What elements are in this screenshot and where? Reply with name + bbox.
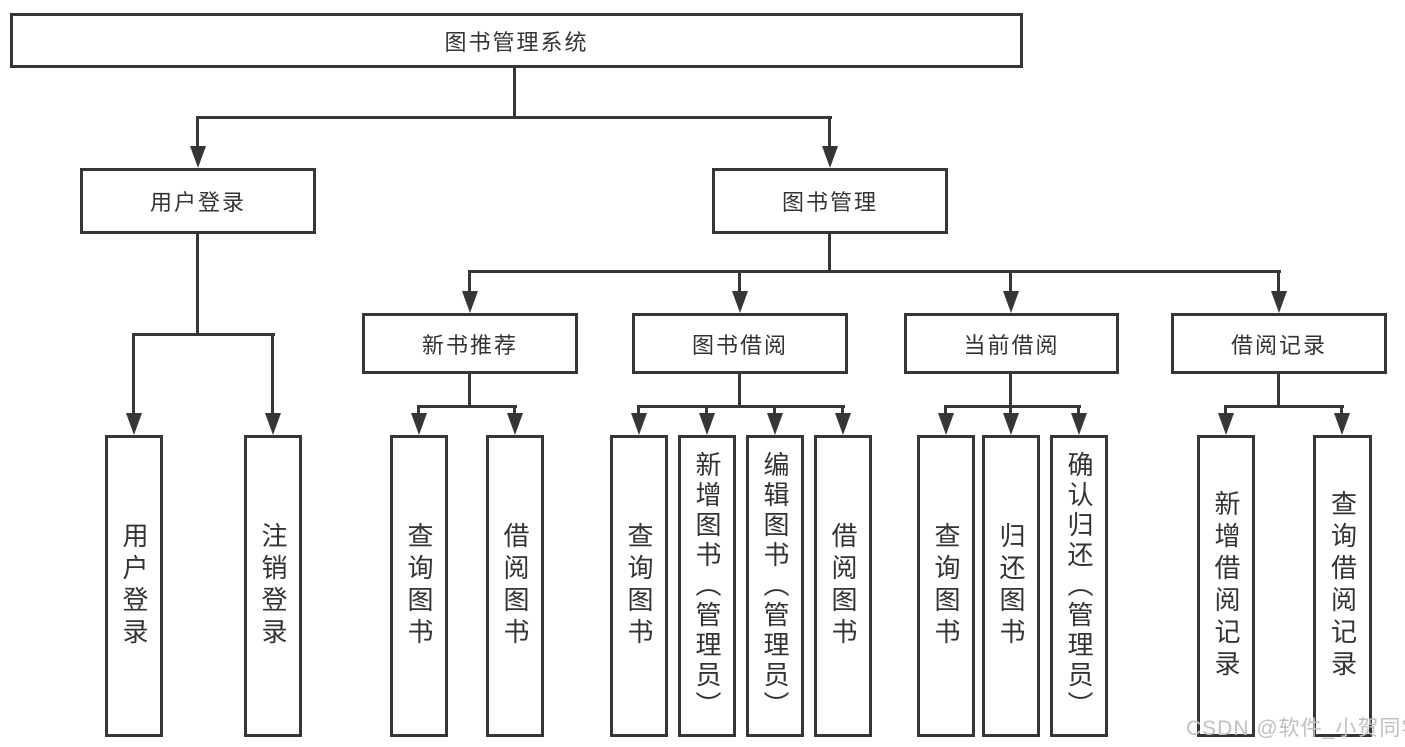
leaf-cb-query: 查询图书 [917,435,975,737]
leaf-nb-borrow: 借阅图书 [486,435,544,737]
connector-userlogin-hline [132,333,275,336]
connector-to-br-add [1224,405,1227,415]
leaf-br-add-label: 新增借阅记录 [1211,490,1241,682]
connector-currentborrow-stub [1009,374,1012,407]
connector-to-cb-return [1009,405,1012,415]
connector-to-currentborrow [1009,270,1012,293]
arrowhead-icon [835,413,851,435]
leaf-bb-add: 新增图书（管理员） [678,435,736,737]
arrowhead-icon [1218,413,1234,435]
connector-to-bb-query [637,405,640,415]
node-user-login: 用户登录 [80,168,316,234]
leaf-br-query: 查询借阅记录 [1313,435,1372,737]
leaf-bb-query-label: 查询图书 [624,522,654,650]
arrowhead-icon [631,413,647,435]
connector-userlogin-stub [196,234,199,335]
connector-to-borrowrecords [1277,270,1280,293]
node-book-borrow: 图书借阅 [632,313,848,374]
arrowhead-icon [507,413,523,435]
connector-root-to-userlogin [196,116,199,148]
arrowhead-icon [1334,413,1350,435]
node-borrow-records: 借阅记录 [1171,313,1387,374]
connector-root-to-bookmgmt [828,116,831,148]
arrowhead-icon [190,146,206,168]
leaf-bb-edit: 编辑图书（管理员） [746,435,804,737]
connector-to-bb-add [705,405,708,415]
connector-to-bb-edit [773,405,776,415]
arrowhead-icon [732,291,748,313]
connector-currentborrow-hline [944,405,1081,408]
connector-bookborrow-hline [637,405,845,408]
leaf-cb-return-label: 归还图书 [996,522,1026,650]
node-borrow-records-label: 借阅记录 [1230,332,1327,358]
connector-bookborrow-stub [738,374,741,407]
connector-to-logout [271,333,274,415]
connector-to-br-query [1340,405,1343,415]
connector-root-stub [513,68,516,118]
leaf-br-add: 新增借阅记录 [1197,435,1255,737]
arrowhead-icon [767,413,783,435]
leaf-login-label: 用户登录 [119,522,149,650]
arrowhead-icon [1003,291,1019,313]
leaf-cb-return: 归还图书 [982,435,1040,737]
leaf-login: 用户登录 [105,435,163,737]
arrowhead-icon [265,413,281,435]
arrowhead-icon [1271,291,1287,313]
arrowhead-icon [699,413,715,435]
node-book-borrow-label: 图书借阅 [691,332,788,358]
leaf-cb-confirm-label: 确认归还（管理员） [1064,451,1094,721]
leaf-nb-query-label: 查询图书 [404,522,434,650]
connector-bookmgmt-stub [828,234,831,272]
connector-to-cb-confirm [1077,405,1080,415]
leaf-br-query-label: 查询借阅记录 [1327,490,1358,682]
node-new-books-label: 新书推荐 [421,332,518,358]
node-current-borrow-label: 当前借阅 [963,332,1060,358]
connector-to-nb-borrow [513,405,516,415]
connector-root-hline [196,116,832,119]
node-root: 图书管理系统 [10,13,1023,68]
connector-to-cb-query [944,405,947,415]
csdn-watermark: CSDN @软件_小贺同学 [1186,717,1405,740]
node-user-login-label: 用户登录 [149,190,246,215]
connector-to-newbooks [468,270,471,293]
connector-newbooks-hline [417,405,517,408]
arrowhead-icon [462,291,478,313]
connector-borrowrecords-stub [1277,374,1280,407]
leaf-bb-borrow-label: 借阅图书 [828,522,858,650]
arrowhead-icon [822,146,838,168]
leaf-cb-confirm: 确认归还（管理员） [1050,435,1108,737]
leaf-logout-label: 注销登录 [258,522,288,650]
arrowhead-icon [411,413,427,435]
leaf-cb-query-label: 查询图书 [931,522,961,650]
node-book-mgmt-label: 图书管理 [781,190,878,215]
leaf-nb-query: 查询图书 [390,435,448,737]
node-new-books: 新书推荐 [362,313,578,374]
arrowhead-icon [1003,413,1019,435]
leaf-bb-borrow: 借阅图书 [814,435,872,737]
leaf-nb-borrow-label: 借阅图书 [500,522,530,650]
node-book-mgmt: 图书管理 [712,168,948,234]
connector-newbooks-stub [468,374,471,407]
connector-to-bookborrow [738,270,741,293]
connector-to-login [132,333,135,415]
connector-borrowrecords-hline [1224,405,1344,408]
arrowhead-icon [1071,413,1087,435]
leaf-bb-query: 查询图书 [610,435,668,737]
leaf-bb-edit-label: 编辑图书（管理员） [760,451,790,721]
connector-bookmgmt-hline [468,270,1281,273]
node-root-label: 图书管理系统 [444,29,589,55]
node-current-borrow: 当前借阅 [904,313,1119,374]
leaf-logout: 注销登录 [244,435,302,737]
arrowhead-icon [938,413,954,435]
arrowhead-icon [126,413,142,435]
connector-to-bb-borrow [841,405,844,415]
leaf-bb-add-label: 新增图书（管理员） [692,451,722,721]
connector-to-nb-query [417,405,420,415]
